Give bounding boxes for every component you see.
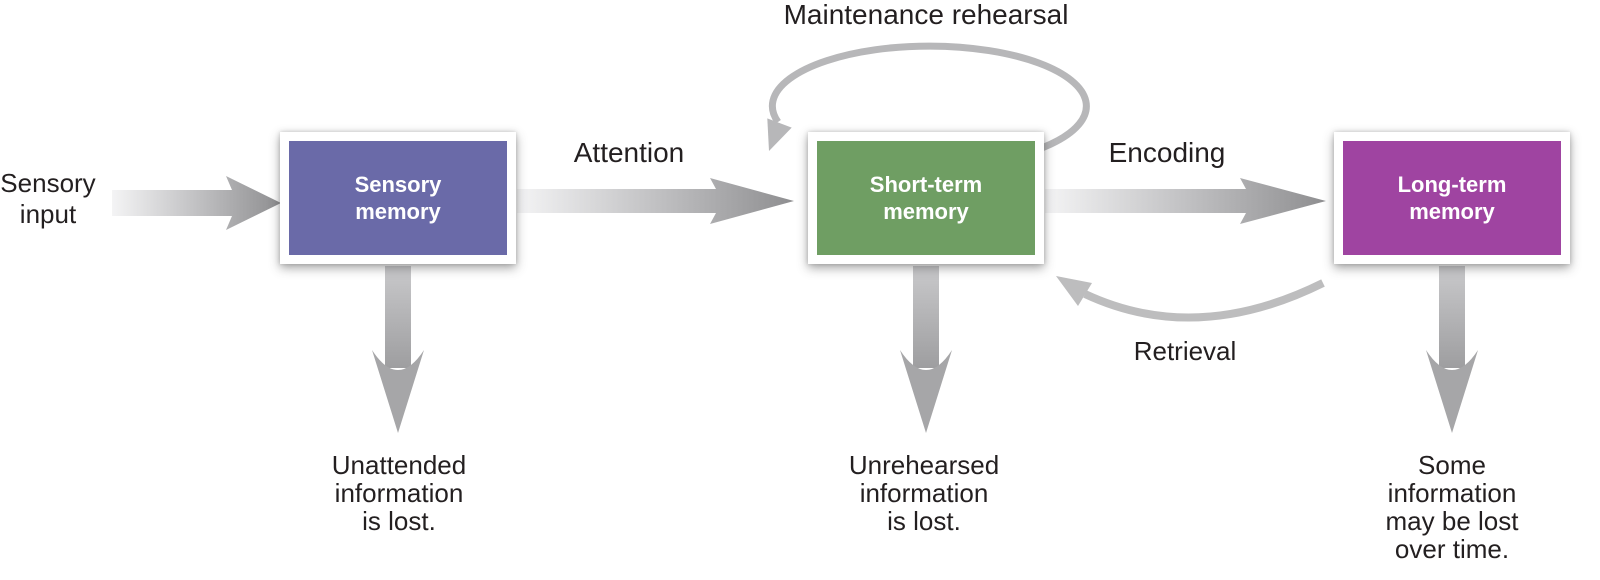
sensory-input-label-line1: Sensory [0, 168, 96, 198]
long-term-memory-box-fill: Long-term memory [1343, 141, 1561, 255]
sensory-input-label-line2: input [19, 199, 77, 229]
long-term-memory-box: Long-term memory [1334, 132, 1570, 264]
short-term-loss-caption-line2: information [859, 478, 989, 508]
encoding-label: Encoding [1108, 137, 1226, 168]
short-term-memory-box: Short-term memory [808, 132, 1044, 264]
sensory-loss-caption: Unattended information is lost. [332, 451, 466, 535]
long-term-memory-label-line2: memory [1409, 199, 1495, 224]
short-term-loss-arrow [900, 266, 952, 433]
long-term-loss-arrow [1426, 266, 1478, 433]
long-term-memory-label-line1: Long-term [1397, 172, 1507, 197]
sensory-input-arrow [112, 176, 281, 230]
short-term-loss-caption: Unrehearsed information is lost. [849, 451, 999, 535]
short-term-memory-label-line2: memory [883, 199, 969, 224]
sensory-memory-label-line1: Sensory [354, 172, 442, 197]
attention-label: Attention [573, 137, 685, 168]
sensory-loss-arrow [372, 266, 424, 433]
sensory-memory-box: Sensory memory [280, 132, 516, 264]
sensory-memory-box-fill: Sensory memory [289, 141, 507, 255]
sensory-loss-caption-line1: Unattended [331, 450, 467, 480]
long-term-loss-caption-line1: Some [1418, 450, 1486, 480]
maintenance-rehearsal-arrowhead [767, 118, 792, 151]
sensory-memory-label-line2: memory [355, 199, 441, 224]
short-term-memory-box-fill: Short-term memory [817, 141, 1035, 255]
retrieval-arrowhead [1056, 276, 1092, 306]
long-term-loss-caption-line3: may be lost [1385, 506, 1519, 536]
long-term-loss-caption-line4: over time. [1394, 534, 1510, 564]
long-term-loss-caption: Some information may be lost over time. [1386, 451, 1519, 563]
maintenance-rehearsal-label: Maintenance rehearsal [783, 0, 1069, 30]
long-term-loss-caption-line2: information [1387, 478, 1517, 508]
short-term-loss-caption-line1: Unrehearsed [848, 450, 1000, 480]
attention-arrow [517, 178, 794, 224]
short-term-loss-caption-line3: is lost. [887, 506, 961, 536]
sensory-input-label: Sensory input [0, 168, 95, 230]
encoding-arrow [1045, 178, 1326, 224]
sensory-loss-caption-line2: information [334, 478, 464, 508]
retrieval-curve [1083, 279, 1325, 322]
sensory-loss-caption-line3: is lost. [362, 506, 436, 536]
maintenance-rehearsal-loop [768, 42, 1090, 162]
retrieval-label: Retrieval [1133, 336, 1237, 366]
short-term-memory-label-line1: Short-term [869, 172, 983, 197]
